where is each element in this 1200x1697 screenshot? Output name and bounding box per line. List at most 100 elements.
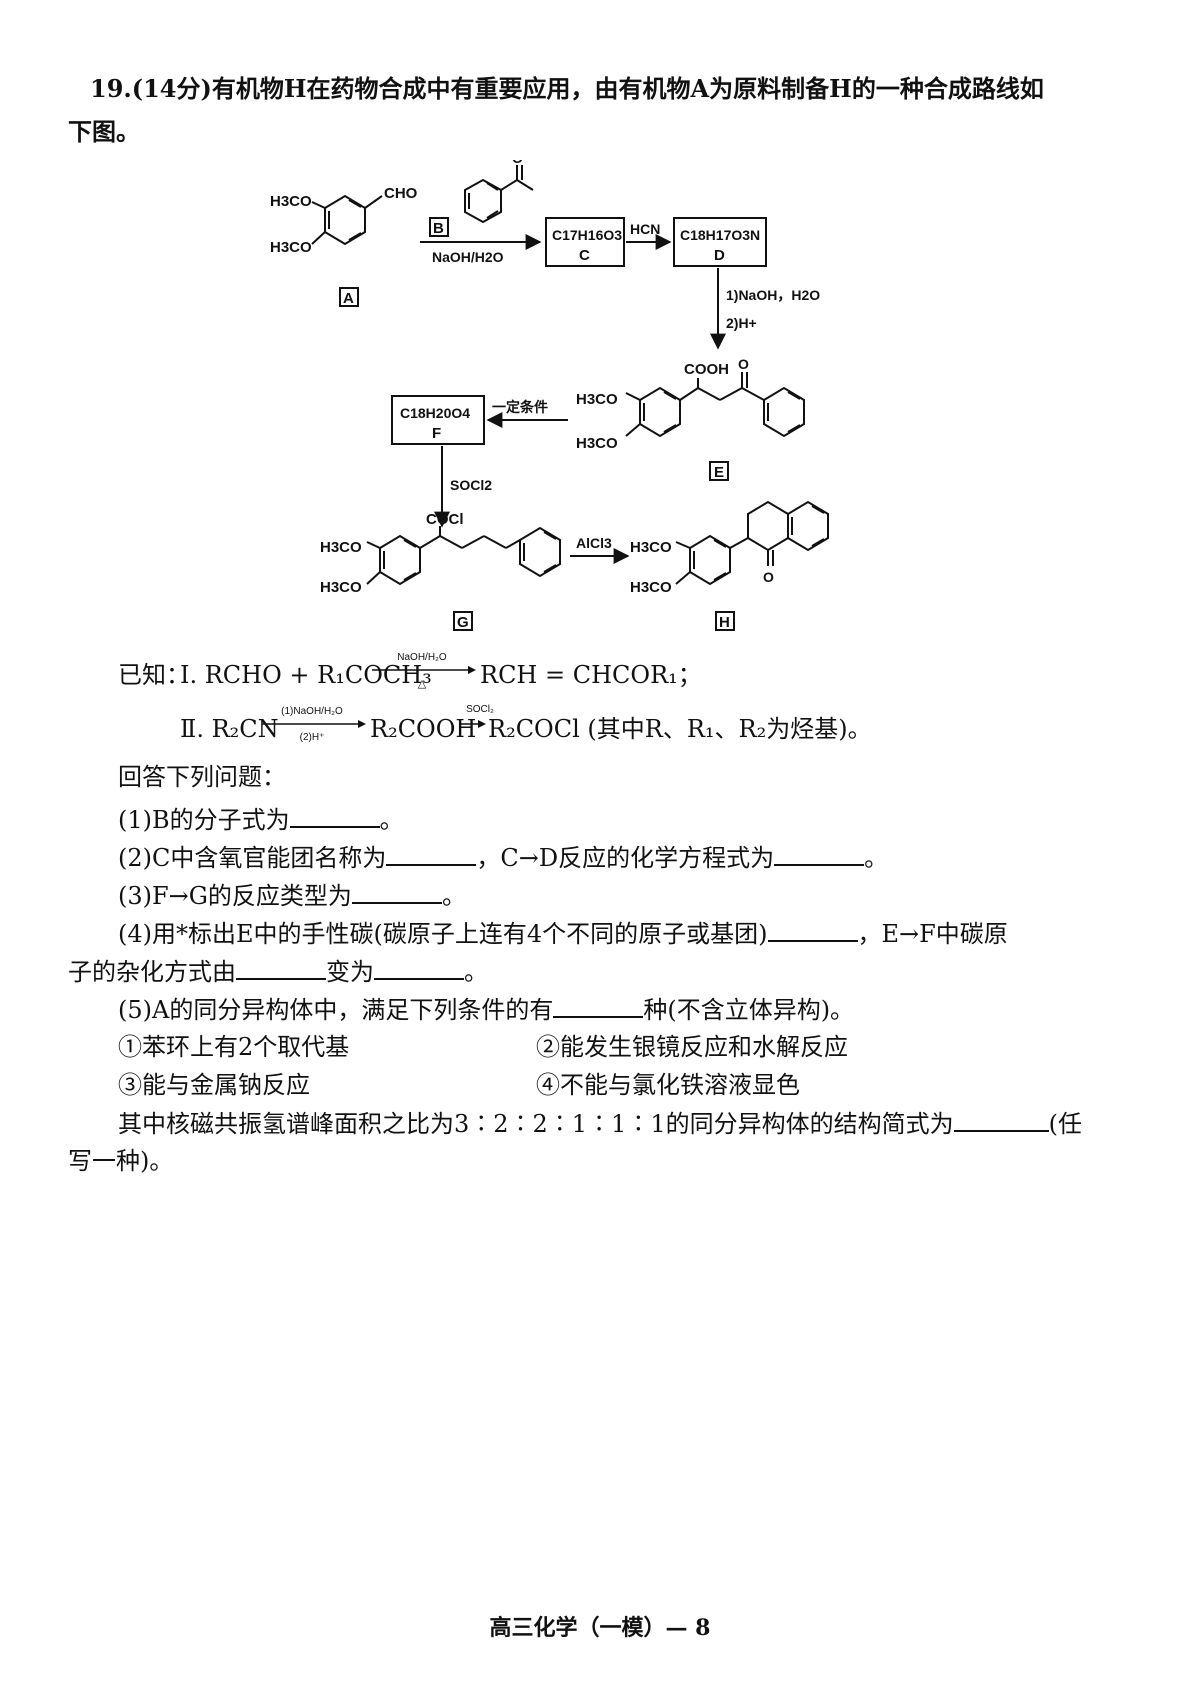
condition-4: ④不能与氯化铁溶液显色 <box>536 1071 800 1099</box>
q3-answer-blank[interactable] <box>351 880 442 904</box>
question-5-tail-line-2: 写一种)。 <box>68 1147 174 1175</box>
known-rxn1-left: Ⅰ. RCHO + R₁COCH₃ <box>180 661 432 689</box>
answer-prompt: 回答下列问题： <box>118 763 286 791</box>
arrow-d-to-e: 1)NaOH，H2O 2)H+ <box>710 268 820 350</box>
known-rxn1-right: RCH = CHCOR₁； <box>480 661 702 689</box>
q1-text-a: (1)B的分子式为 <box>118 806 290 834</box>
label-g: G <box>457 614 469 631</box>
q4-text-c: 子的杂化方式由 <box>68 958 236 986</box>
reagent-alcl3: AlCl3 <box>576 535 612 551</box>
synthesis-scheme: H3CO H3CO CHO A B O NaOH/H2O C17H16 <box>270 160 829 631</box>
label-d: D <box>714 247 725 264</box>
q4-text-e: 。 <box>464 958 488 986</box>
reagent-socl2: SOCl2 <box>450 477 492 493</box>
known-prefix: 已知： <box>118 661 190 689</box>
known-rxn1-cond-bottom: △ <box>417 677 427 690</box>
acetophenone-o: O <box>512 160 523 166</box>
compound-e: H3CO H3CO COOH O E <box>576 356 805 481</box>
cocl-label: COCl <box>426 511 464 528</box>
compound-g: H3CO H3CO COCl G <box>320 511 561 631</box>
reagent-naoh-step1: 1)NaOH，H2O <box>726 287 820 303</box>
arrow-c-to-d: HCN <box>626 221 672 250</box>
reagent-hcn: HCN <box>630 221 660 237</box>
q4-text-a: (4)用*标出E中的手性碳(碳原子上连有4个不同的原子或基团) <box>118 920 768 948</box>
formula-d: C18H17O3N <box>680 227 760 243</box>
condition-1: ①苯环上有2个取代基 <box>118 1033 350 1061</box>
question-4-line-1: (4)用*标出E中的手性碳(碳原子上连有4个不同的原子或基团) ，E→F中碳原 <box>118 918 1008 949</box>
q2-text-c: 。 <box>864 844 889 872</box>
question-5-tail-line-1: 其中核磁共振氢谱峰面积之比为3∶2∶2∶1∶1∶1的同分异构体的结构简式为 (任 <box>118 1108 1082 1139</box>
och3-label-g1: H3CO <box>320 539 362 556</box>
label-c: C <box>579 247 590 264</box>
known-rxn2-arrow-2 <box>460 720 486 728</box>
question-3: (3)F→G的反应类型为 。 <box>118 880 466 911</box>
label-b: B <box>433 220 444 237</box>
och3-label-a2: H3CO <box>270 239 312 256</box>
q2-answer-blank-1[interactable] <box>386 842 477 866</box>
question-2: (2)C中含氧官能团名称为 ，C→D反应的化学方程式为 。 <box>118 842 888 873</box>
arrow-f-to-g: SOCl2 <box>434 446 492 528</box>
page-footer: 高三化学（一模）— 8 <box>489 1615 711 1641</box>
ketone-o-h: O <box>763 569 774 585</box>
arrow-e-to-f: 一定条件 <box>486 399 568 428</box>
question-line-1: 19.(14分)有机物H在药物合成中有重要应用，由有机物A为原料制备H的一种合成… <box>90 74 1044 103</box>
compound-f-box: C18H20O4 F <box>391 395 485 445</box>
question-5: (5)A的同分异构体中，满足下列条件的有 种(不含立体异构)。 <box>118 994 854 1025</box>
q4-answer-blank-1[interactable] <box>767 918 858 942</box>
known-rxn1-arrow <box>372 666 476 674</box>
question-4-line-2: 子的杂化方式由 变为 。 <box>68 956 488 987</box>
compound-a: H3CO H3CO CHO A <box>270 185 418 307</box>
known-rxn2-right: R₂COCl (其中R、R₁、R₂为烃基)。 <box>488 715 872 743</box>
known-rxn2-cond-top: (1)NaOH/H₂O <box>281 706 343 717</box>
ketone-o-e: O <box>738 356 749 372</box>
formula-f: C18H20O4 <box>400 405 470 421</box>
label-e: E <box>714 464 724 481</box>
q5-answer-blank[interactable] <box>553 994 644 1018</box>
q3-text-b: 。 <box>441 882 466 910</box>
och3-label-h1: H3CO <box>630 539 672 556</box>
known-rxn2-cond2: SOCl₂ <box>466 704 494 715</box>
question-line-2: 下图。 <box>68 117 140 146</box>
och3-label-e1: H3CO <box>576 391 618 408</box>
known-rxn2-mid: R₂COOH <box>370 715 477 743</box>
reagent-h-step2: 2)H+ <box>726 315 757 331</box>
q5-tail-text-b: (任 <box>1048 1110 1082 1138</box>
q3-text-a: (3)F→G的反应类型为 <box>118 882 352 910</box>
q4-answer-blank-2[interactable] <box>236 956 326 980</box>
och3-label-g2: H3CO <box>320 579 362 596</box>
label-a: A <box>343 290 354 307</box>
q5-structure-answer-blank[interactable] <box>953 1108 1049 1132</box>
q5-text-a: (5)A的同分异构体中，满足下列条件的有 <box>118 996 554 1024</box>
q1-text-b: 。 <box>379 806 404 834</box>
och3-label-h2: H3CO <box>630 579 672 596</box>
known-rxn2-cond-bottom: (2)H⁺ <box>299 732 325 743</box>
och3-label-e2: H3CO <box>576 435 618 452</box>
q5-text-b: 种(不含立体异构)。 <box>643 996 855 1024</box>
reagent-naoh-h2o: NaOH/H2O <box>432 249 504 265</box>
condition-2: ②能发生银镜反应和水解反应 <box>536 1033 848 1061</box>
label-f: F <box>432 425 441 442</box>
cooh-label: COOH <box>684 361 729 378</box>
q2-text-a: (2)C中含氧官能团名称为 <box>118 844 387 872</box>
reagent-condition: 一定条件 <box>492 399 548 415</box>
compound-h: H3CO H3CO O H <box>630 500 829 631</box>
compound-d-box: C18H17O3N D <box>673 217 767 267</box>
arrow-a-to-c: B O NaOH/H2O <box>420 160 542 265</box>
known-rxn2-left: Ⅱ. R₂CN <box>180 715 279 743</box>
compound-c-box: C17H16O3 C <box>545 217 625 267</box>
q4-text-b: ，E→F中碳原 <box>857 920 1008 948</box>
q4-text-d: 变为 <box>326 958 374 986</box>
q5-tail-text-a: 其中核磁共振氢谱峰面积之比为3∶2∶2∶1∶1∶1的同分异构体的结构简式为 <box>118 1110 954 1138</box>
q1-answer-blank[interactable] <box>289 804 380 828</box>
formula-c: C17H16O3 <box>552 227 622 243</box>
known-rxn1-cond-top: NaOH/H₂O <box>397 652 447 663</box>
q2-answer-blank-2[interactable] <box>774 842 865 866</box>
och3-label-a1: H3CO <box>270 193 312 210</box>
cho-label: CHO <box>384 185 418 202</box>
question-1: (1)B的分子式为 。 <box>118 804 404 835</box>
q2-text-b: ，C→D反应的化学方程式为 <box>476 844 775 872</box>
q4-answer-blank-3[interactable] <box>374 956 464 980</box>
arrow-g-to-h: AlCl3 <box>570 535 630 564</box>
known-rxn2-arrow <box>262 720 366 728</box>
